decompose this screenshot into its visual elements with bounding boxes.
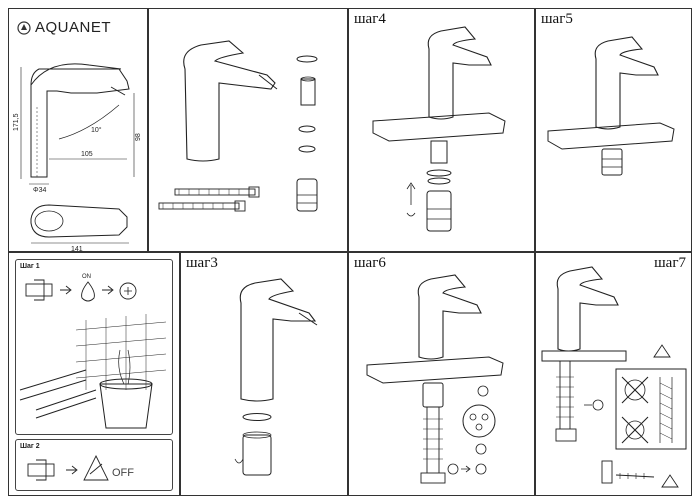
dim-handle-length: 141 [71,246,83,252]
step3-panel: шаг3 [180,252,348,496]
step4-panel: шаг4 [348,8,535,252]
step7-drawing [541,266,687,488]
dim-base-diameter: Φ34 [33,187,46,194]
step7-label: шаг7 [651,255,689,272]
dimension-drawing: 171,5 10° 105 98 Φ34 141 [13,63,142,252]
dim-spout-height: 98 [135,133,142,141]
dimensions-panel: AQUANET 171,5 10° 105 98 Φ34 141 [8,8,148,252]
step5-panel: шаг5 [535,8,692,252]
water-prep-panel: Шаг 1 ON [8,252,180,496]
brand-name: AQUANET [35,19,112,36]
step3-drawing [234,278,318,476]
dim-height: 171,5 [13,113,20,131]
step1-on: ON [82,274,91,280]
brand: AQUANET [17,19,111,36]
dim-spout-reach: 105 [81,151,93,158]
step5-label: шаг5 [538,11,576,28]
step6-panel: шаг6 [348,252,535,496]
step3-label: шаг3 [183,255,221,272]
components-panel [148,8,348,252]
step2-off: OFF [112,467,134,479]
step4-drawing [372,26,506,232]
step2-box: Шаг 2 OFF [15,439,173,491]
dim-angle: 10° [91,126,102,134]
step1-label: Шаг 1 [20,263,40,270]
step2-label: Шаг 2 [20,443,40,450]
components-drawing [158,40,318,212]
step2-drawing: OFF [27,454,134,481]
step4-label: шаг4 [351,11,389,28]
step6-label: шаг6 [351,255,389,272]
step1-box: Шаг 1 ON [15,259,173,435]
aquanet-logo-icon [17,20,31,35]
step6-drawing [366,274,504,484]
step7-panel: шаг7 [535,252,692,496]
step5-drawing [547,36,675,176]
step1-drawing: ON [19,274,167,429]
